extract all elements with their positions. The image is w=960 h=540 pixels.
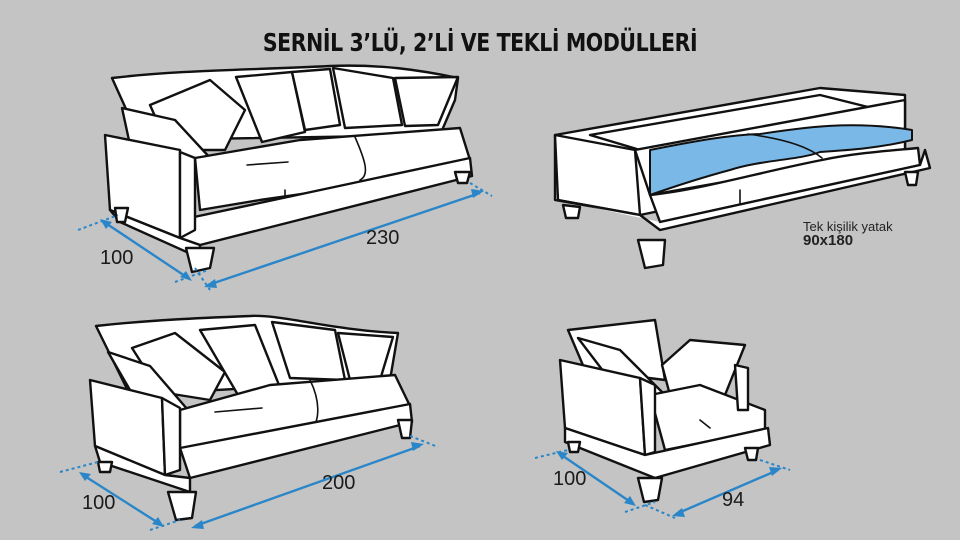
bed-type-label: Tek kişilik yatak (803, 219, 893, 234)
sofa-bed (553, 86, 932, 270)
two-seater-sofa (59, 314, 439, 531)
two-seater-width-label: 200 (322, 472, 356, 494)
armchair (534, 318, 791, 519)
bed-size-caption: Tek kişilik yatak 90x180 (803, 219, 893, 249)
three-seater-sofa (77, 64, 493, 291)
armchair-depth-label: 100 (553, 468, 587, 490)
two-seater-depth-label: 100 (82, 492, 116, 514)
three-seater-depth-label: 100 (100, 247, 134, 269)
page-title: SERNİL 3’LÜ, 2’Lİ VE TEKLİ MODÜLLERİ (262, 28, 698, 57)
bed-size-label: 90x180 (803, 232, 854, 249)
armchair-width-label: 94 (722, 489, 745, 511)
three-seater-width-label: 230 (366, 227, 400, 249)
